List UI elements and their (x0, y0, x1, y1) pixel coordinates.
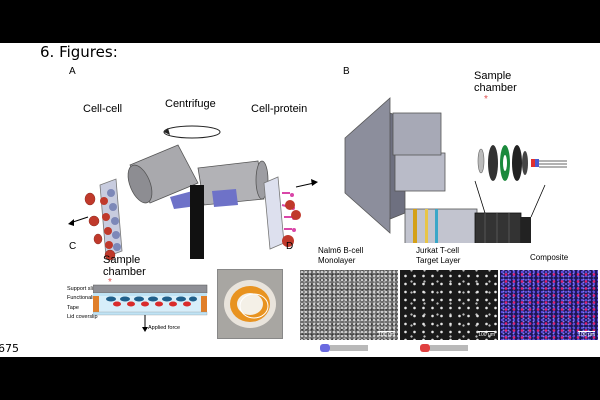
applied-force-arrow-icon (142, 315, 148, 332)
sample-chamber-label-c-line1: Sample (103, 254, 141, 266)
rotation-arrow-icon (163, 125, 221, 139)
sample-chamber-cross-section (93, 284, 208, 332)
cell-row-red (113, 301, 191, 307)
asterisk-b: * (484, 94, 488, 105)
lens-barrel (474, 212, 531, 243)
line-number-bottom: 675 (0, 342, 19, 355)
applied-force-label: Applied force (148, 325, 181, 331)
blue-slide-right (212, 189, 238, 207)
support-slide-label: Support slide (67, 286, 100, 292)
arrow-right-icon (295, 179, 318, 188)
jurkat-label-line1: Jurkat T-cell (416, 246, 459, 255)
scale-bar-jurkat: 100 µm (478, 331, 495, 338)
lid-coverslip-label: Lid coverslip (67, 314, 98, 320)
sample-chamber-exploded (477, 145, 528, 181)
sample-chamber-label-b-line1: Sample (474, 70, 512, 82)
micrograph-composite: 100 µm (500, 270, 598, 340)
jurkat-label-line2: Target Layer (416, 256, 461, 265)
scale-bar-composite: 100 µm (578, 331, 595, 338)
nalm6-label-line2: Monolayer (318, 256, 356, 265)
cell-cell-label: Cell-cell (83, 103, 123, 115)
centrifuge-label: Centrifuge (165, 98, 216, 110)
arrow-left-icon (68, 216, 89, 226)
asterisk-c: * (108, 277, 112, 288)
cell-row-blue (106, 296, 197, 302)
chamber-photo (217, 269, 283, 339)
scale-bar-nalm6: 100 µm (378, 331, 395, 338)
objective-tube (404, 208, 478, 243)
panel-c-letter: C (69, 241, 77, 252)
panel-b-letter: B (343, 66, 350, 77)
section-heading: 6. Figures: (40, 43, 118, 61)
centrifuge-diagram (68, 125, 318, 261)
cell-protein-label: Cell-protein (251, 103, 308, 115)
composite-label: Composite (530, 253, 569, 262)
microscope-diagram (344, 97, 567, 243)
centrifuge-post (190, 185, 204, 259)
light-source-icon (531, 159, 567, 168)
figure-page: 6. Figures: A Cell-cell Centrifuge Cell-… (0, 43, 600, 357)
nalm6-label-line1: Nalm6 B-cell (318, 246, 364, 255)
left-cylinder (127, 144, 199, 204)
sample-chamber-label-c-line2: chamber (103, 266, 146, 278)
red-light-source-icon (420, 344, 468, 352)
cell-cell-slab (99, 178, 123, 258)
tape-label: Tape (67, 305, 79, 311)
panel-a-letter: A (69, 66, 76, 77)
panel-d-letter: D (286, 241, 294, 252)
micrograph-nalm6: 100 µm (300, 270, 398, 340)
sample-chamber-label-b-line2: chamber (474, 82, 517, 94)
cell-protein-slab (263, 176, 296, 250)
blue-light-source-icon (320, 344, 368, 352)
camera-tube (394, 152, 446, 192)
micrograph-jurkat: 100 µm (400, 270, 498, 340)
